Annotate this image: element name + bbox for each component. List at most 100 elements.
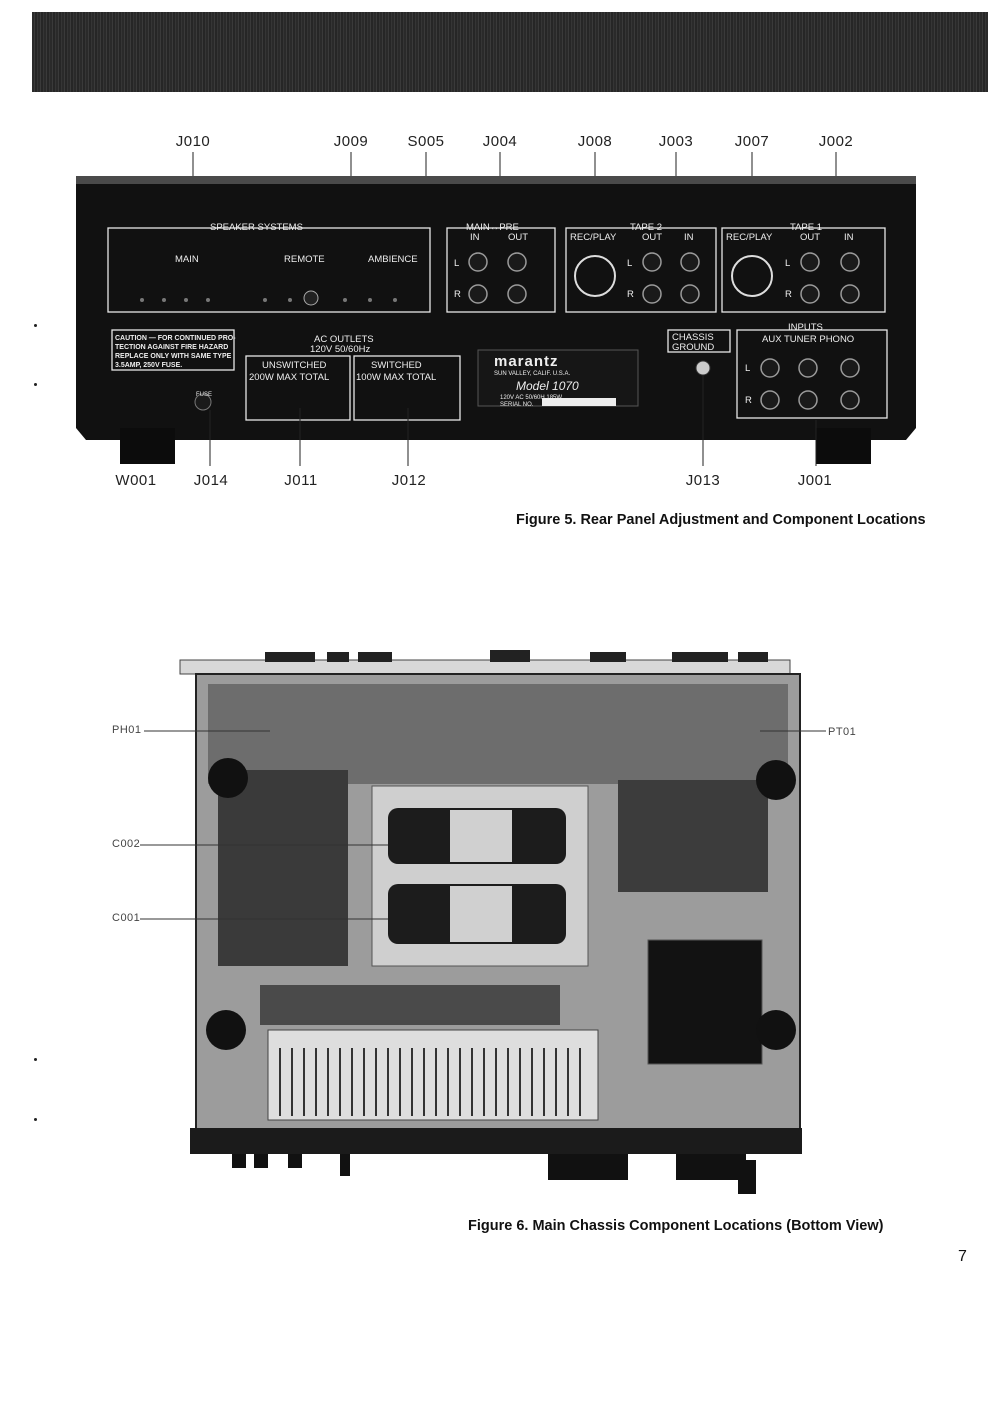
text-l: L: [454, 258, 459, 269]
panel-top-edge: [76, 176, 916, 186]
foot-right: [816, 428, 871, 464]
label-pt01: PT01: [828, 726, 857, 738]
label-j012: J012: [391, 472, 427, 489]
foot-left: [120, 428, 175, 464]
label-j009: J009: [333, 133, 369, 150]
chassis-leader-lines: [140, 730, 826, 920]
label-c001: C001: [112, 912, 141, 924]
rear-connector-row: [265, 650, 768, 662]
figure5-caption: Figure 5. Rear Panel Adjustment and Comp…: [516, 512, 926, 528]
text-ambience: AMBIENCE: [368, 254, 418, 265]
speaker-systems-box: [107, 227, 431, 313]
svg-text:Model 1070: Model 1070: [516, 379, 579, 393]
rubber-feet: [206, 758, 796, 1050]
label-j013: J013: [685, 472, 721, 489]
text-tape1-recplay: REC/PLAY: [726, 232, 773, 243]
text-l: L: [627, 258, 632, 269]
text-tape2-recplay: REC/PLAY: [570, 232, 617, 243]
svg-text:CAUTION — FOR CONTINUED PRO-: CAUTION — FOR CONTINUED PRO-: [115, 335, 236, 342]
bottom-leader-lines: [209, 375, 817, 466]
svg-text:AC OUTLETS: AC OUTLETS: [314, 334, 374, 345]
text-r: R: [745, 395, 752, 406]
remote-terminal: [303, 290, 319, 306]
page-number: 7: [958, 1248, 967, 1265]
main-pre-box: [446, 227, 556, 313]
power-transformer: [647, 939, 763, 1065]
left-circuit-board: [218, 770, 348, 966]
top-board-area: [208, 684, 788, 784]
label-j002: J002: [818, 133, 854, 150]
text-main-pre: MAIN↔PRE: [466, 222, 519, 233]
label-j011: J011: [284, 472, 318, 489]
margin-dot: [34, 324, 37, 327]
text-tape1-in: IN: [844, 232, 854, 243]
front-rail: [190, 1128, 802, 1154]
right-circuit-board: [618, 780, 768, 892]
text-main-in: IN: [470, 232, 480, 243]
label-w001: W001: [115, 472, 157, 489]
svg-text:REPLACE ONLY WITH SAME TYPE: REPLACE ONLY WITH SAME TYPE: [115, 353, 232, 360]
fuse-holder: [194, 393, 212, 411]
ac-outlet-text: AC OUTLETS 120V 50/60Hz UNSWITCHED 200W …: [249, 322, 854, 383]
caution-text: CAUTION — FOR CONTINUED PRO- TECTION AGA…: [115, 335, 236, 369]
margin-dot: [34, 1058, 37, 1061]
margin-dot: [34, 1118, 37, 1121]
label-j007: J007: [734, 133, 770, 150]
label-s005: S005: [407, 133, 445, 150]
chassis-top-rail: [179, 659, 791, 675]
text-main: MAIN: [175, 254, 199, 265]
text-tape2-out: OUT: [642, 232, 662, 243]
text-remote: REMOTE: [284, 254, 325, 265]
capacitor-c002-band: [450, 810, 512, 862]
front-knobs: [232, 1154, 756, 1194]
svg-text:120V AC 50/60H 185W: 120V AC 50/60H 185W: [500, 395, 562, 401]
heatsink: [267, 1029, 599, 1121]
svg-text:SUN VALLEY, CALIF. U.S.A.: SUN VALLEY, CALIF. U.S.A.: [494, 371, 570, 377]
svg-text:3.5AMP, 250V FUSE.: 3.5AMP, 250V FUSE.: [115, 362, 182, 369]
capacitor-c001-band: [450, 886, 512, 942]
caution-box: [111, 329, 235, 371]
label-ph01: PH01: [112, 724, 142, 736]
text-speaker-systems: SPEAKER SYSTEMS: [210, 222, 303, 233]
text-tape2-in: IN: [684, 232, 694, 243]
svg-text:INPUTS: INPUTS: [788, 322, 823, 333]
label-j001: J001: [797, 472, 833, 489]
figure6-caption: Figure 6. Main Chassis Component Locatio…: [468, 1218, 884, 1234]
text-main-out: OUT: [508, 232, 528, 243]
label-j003: J003: [658, 133, 694, 150]
label-j014: J014: [193, 472, 229, 489]
speaker-terminals: [140, 298, 397, 302]
svg-text:marantz: marantz: [494, 353, 559, 370]
label-j004: J004: [482, 133, 518, 150]
text-r: R: [627, 289, 634, 300]
tape2-box: [565, 227, 717, 313]
serial-plate: [542, 398, 616, 406]
svg-text:SERIAL NO.: SERIAL NO.: [500, 402, 534, 408]
header-band: [32, 12, 988, 92]
svg-text:GROUND: GROUND: [672, 342, 714, 353]
driver-board: [260, 985, 560, 1025]
rear-panel-photo: SPEAKER SYSTEMS MAIN REMOTE AMBIENCE MAI…: [76, 152, 916, 466]
text-r: R: [785, 289, 792, 300]
unswitched-box: [245, 355, 351, 421]
text-l: L: [785, 258, 790, 269]
text-tape1-out: OUT: [800, 232, 820, 243]
svg-text:UNSWITCHED: UNSWITCHED: [262, 360, 327, 371]
text-tape1: TAPE 1: [790, 222, 822, 233]
tape1-box: [721, 227, 886, 313]
switched-box: [353, 355, 461, 421]
margin-dot: [34, 383, 37, 386]
text-r: R: [454, 289, 461, 300]
brand-text: marantz SUN VALLEY, CALIF. U.S.A. Model …: [196, 353, 579, 408]
din-connectors: [574, 255, 773, 297]
svg-text:100W MAX TOTAL: 100W MAX TOTAL: [356, 372, 436, 383]
panel-text: SPEAKER SYSTEMS MAIN REMOTE AMBIENCE MAI…: [175, 222, 854, 406]
label-j008: J008: [577, 133, 613, 150]
svg-text:FUSE: FUSE: [196, 392, 212, 398]
svg-text:SWITCHED: SWITCHED: [371, 360, 422, 371]
text-l: L: [745, 363, 750, 374]
chassis-ground-box: [667, 329, 731, 353]
inputs-box: [736, 329, 888, 419]
heatsink-fins: [279, 1048, 581, 1116]
